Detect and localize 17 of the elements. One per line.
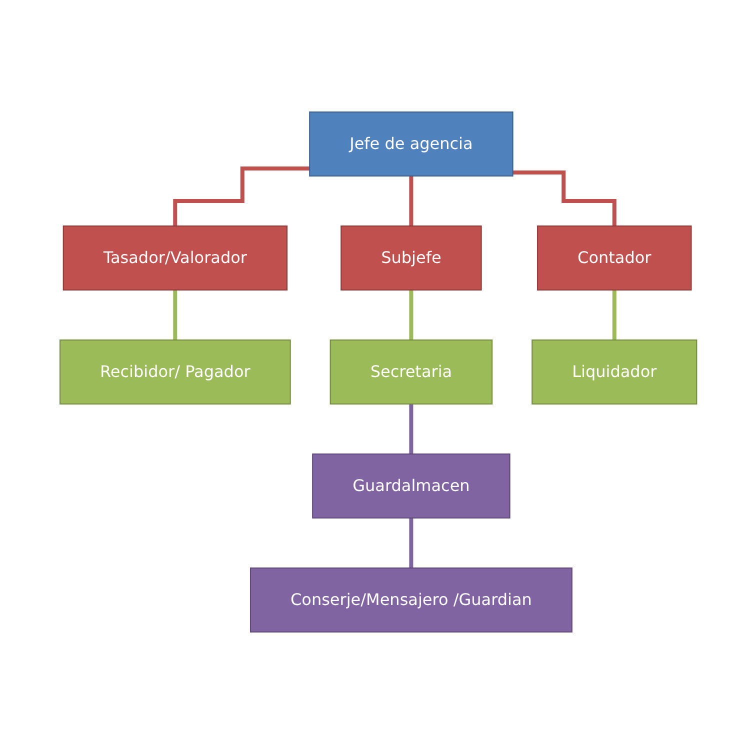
connector bbox=[612, 288, 616, 342]
node-box: Liquidador bbox=[531, 340, 697, 404]
node-box: Guardalmacen bbox=[312, 454, 510, 518]
connector bbox=[408, 288, 413, 342]
node-box: Recibidor/ Pagador bbox=[59, 340, 290, 404]
connector bbox=[408, 402, 413, 456]
connector bbox=[408, 516, 413, 570]
node-box: Tasador/Valorador bbox=[62, 226, 288, 290]
node-box: Subjefe bbox=[340, 226, 482, 290]
node-box: Secretaria bbox=[329, 340, 492, 404]
connector bbox=[408, 174, 413, 228]
node-box: Conserje/Mensajero /Guardian bbox=[250, 568, 572, 632]
connector bbox=[512, 170, 616, 228]
node-box: Contador bbox=[536, 226, 692, 290]
node-box: Jefe de agencia bbox=[308, 112, 513, 176]
connector bbox=[172, 288, 177, 342]
connector bbox=[172, 166, 310, 228]
